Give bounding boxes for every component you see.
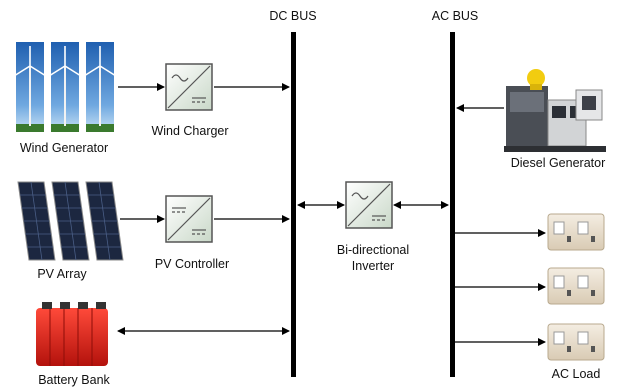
ac-load-socket-icon	[547, 323, 605, 361]
ac-load-label: AC Load	[551, 367, 601, 381]
pv-controller-label: PV Controller	[154, 257, 230, 271]
wind-generator-icon	[13, 42, 117, 132]
wind-charger-icon	[165, 63, 213, 111]
ac-bus	[450, 32, 455, 377]
bidirectional-inverter-icon	[345, 181, 393, 229]
ac-load-socket-icon	[547, 267, 605, 305]
ac-load-socket-icon	[547, 213, 605, 251]
pv-array-label: PV Array	[37, 267, 87, 281]
pv-array-icon	[17, 181, 124, 261]
inverter-label-line1: Bi-directional	[336, 243, 410, 257]
dc-bus-label: DC BUS	[269, 9, 317, 23]
battery-bank-label: Battery Bank	[38, 373, 110, 387]
pv-controller-icon	[165, 195, 213, 243]
diesel-generator-label: Diesel Generator	[510, 156, 606, 170]
diesel-generator-icon	[504, 69, 606, 152]
dc-bus	[291, 32, 296, 377]
ac-bus-label: AC BUS	[431, 9, 479, 23]
inverter-label-line2: Inverter	[351, 259, 395, 273]
wind-generator-label: Wind Generator	[19, 141, 109, 155]
wind-charger-label: Wind Charger	[151, 124, 229, 138]
battery-bank-icon	[36, 302, 108, 366]
